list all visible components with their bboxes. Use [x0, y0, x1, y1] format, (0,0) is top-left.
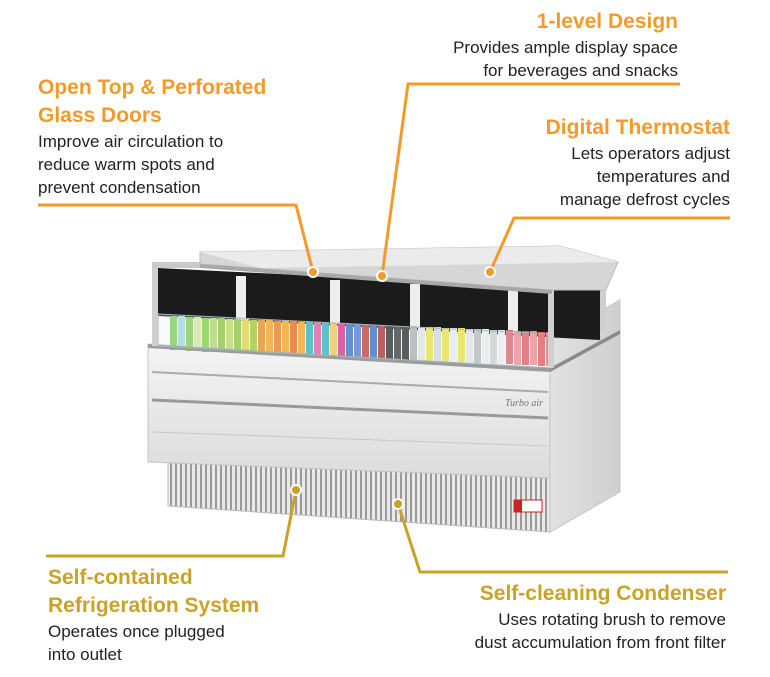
callout-one-level-design: 1-level Design Provides ample display sp… [453, 8, 678, 82]
callout-desc-line: Provides ample display space [453, 38, 678, 57]
panel-line [151, 431, 549, 447]
callout-refrigeration-system: Self-contained Refrigeration System Oper… [48, 564, 259, 666]
callout-self-cleaning-condenser: Self-cleaning Condenser Uses rotating br… [475, 580, 726, 654]
callout-lines [38, 82, 730, 574]
callout-desc-line: Uses rotating brush to remove [498, 610, 726, 629]
callout-desc-line: manage defrost cycles [559, 190, 730, 209]
callout-title: Open Top & Perforated [38, 76, 267, 99]
callout-title: Self-contained [48, 566, 193, 589]
callout-desc-line: Improve air circulation to [38, 132, 224, 151]
panel-line [151, 403, 549, 423]
callout-title: Glass Doors [38, 104, 162, 127]
callout-desc-line: for beverages and snacks [483, 61, 678, 80]
panel-line [151, 371, 549, 393]
callout-digital-thermostat: Digital Thermostat Lets operators adjust… [546, 114, 730, 211]
callout-title: Digital Thermostat [545, 116, 730, 139]
callout-open-top: Open Top & Perforated Glass Doors Improv… [38, 74, 266, 199]
callout-desc-line: dust accumulation from front filter [474, 633, 726, 652]
callout-title: Refrigeration System [48, 594, 260, 617]
beverage-cans [170, 316, 553, 366]
callout-desc-line: temperatures and [596, 167, 730, 186]
callout-desc-line: reduce warm spots and [38, 155, 215, 174]
callout-title: 1-level Design [536, 10, 678, 33]
callout-dots [290, 266, 496, 510]
brand-logo: Turbo air [505, 398, 543, 409]
callout-desc-line: Lets operators adjust [571, 144, 730, 163]
callout-title: Self-cleaning Condenser [479, 582, 726, 605]
callout-desc-line: Operates once plugged [48, 622, 225, 641]
callout-desc-line: into outlet [48, 645, 122, 664]
panel-line [151, 398, 549, 420]
callout-desc-line: prevent condensation [38, 178, 201, 197]
